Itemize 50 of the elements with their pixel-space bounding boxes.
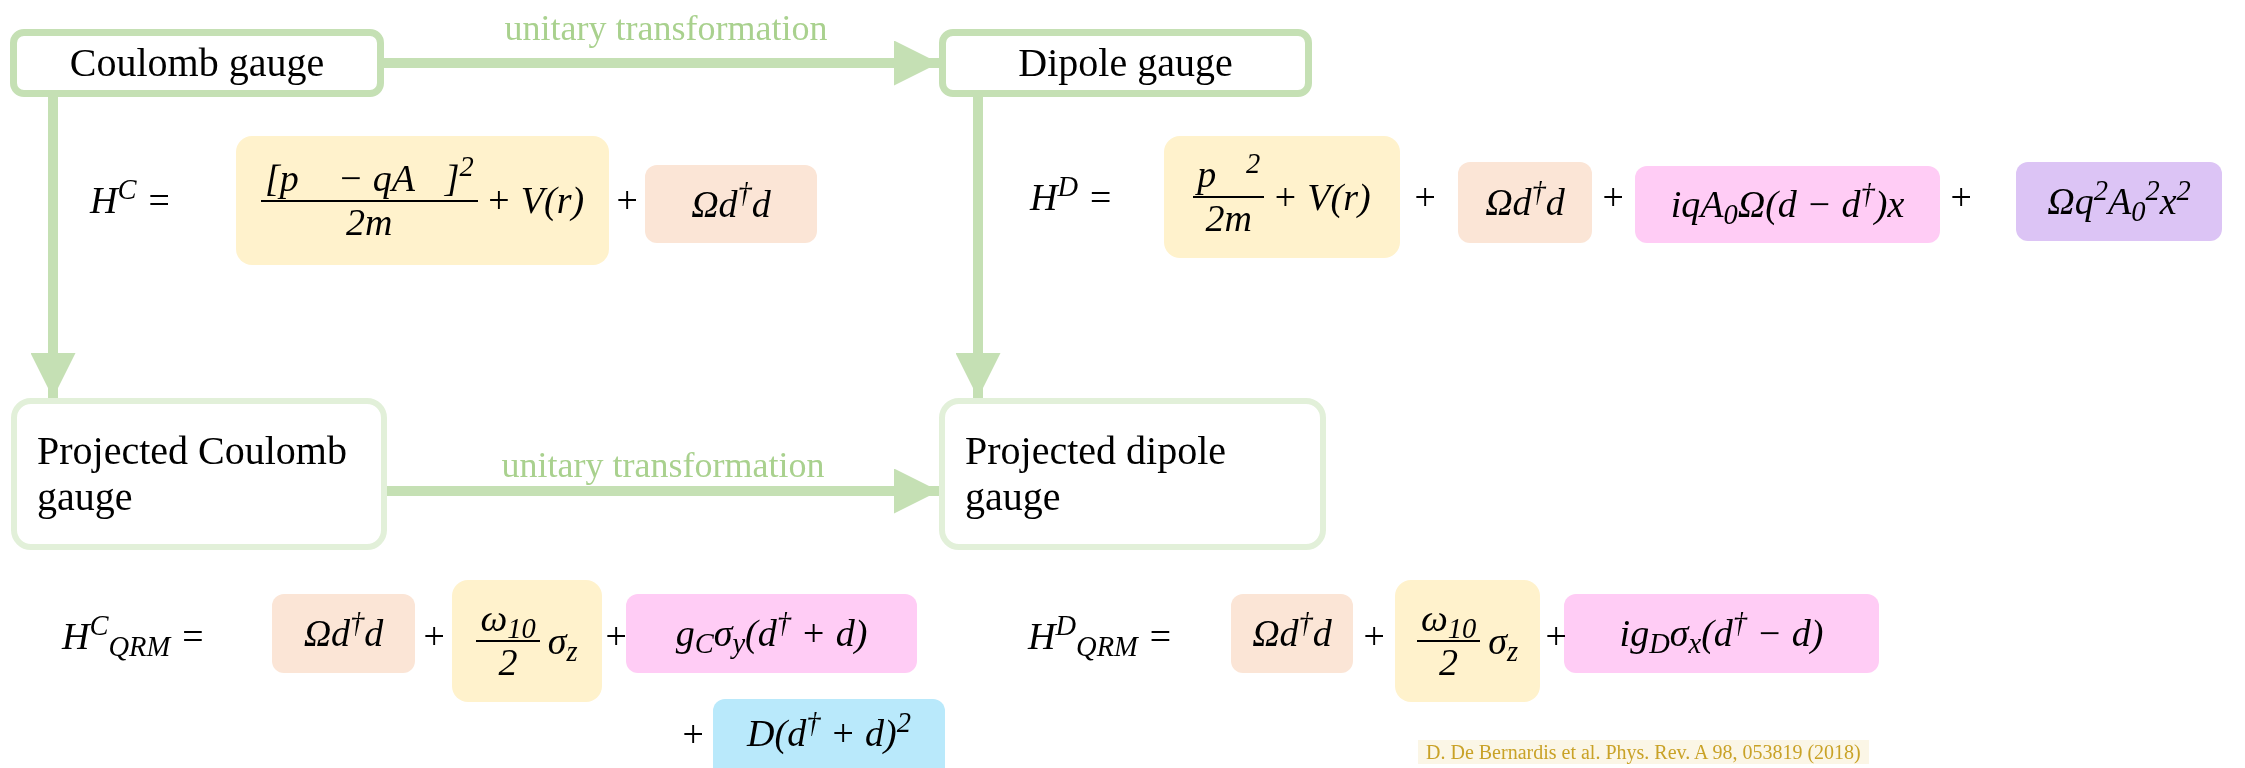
highlighted-term [272,594,415,673]
math-term: D(d$^{†}$ + d)$^{2}$ [747,705,911,756]
gauge-label: Dipole gauge [1018,39,1233,87]
math-term: Ωq$^{2}$A$_{0}$$^{2}$x$^{2}$ [2047,173,2191,230]
math-symbol: + [421,613,447,659]
math-symbol: H$^{C}$$_{QRM}$ = [62,608,206,664]
math-symbol: + [614,177,640,223]
gauge-label: Coulomb gauge [69,39,325,87]
gauge-box [939,398,1326,550]
gauge-label: Projected dipole gauge [965,428,1228,520]
math-term: ω$_{10}$ 2 σ$_{z}$ [1416,598,1519,684]
math-symbol: H$^{C}$ = [90,172,172,223]
highlighted-term [645,165,817,243]
math-term: Ωd$^{†}$d [303,605,384,656]
arrow [384,40,939,86]
highlighted-term [236,136,609,265]
math-term: g$_{C}$σ$_{y}$(d$^{†}$ + d) [675,605,868,662]
highlighted-term [1635,166,1940,243]
math-term: ω$_{10}$ 2 σ$_{z}$ [476,598,578,684]
math-term: iqA$_{0}$Ω(d − d$^{†}$)x [1670,176,1905,233]
math-term: Ωd$^{†}$d [1485,174,1565,225]
highlighted-term [1458,162,1592,243]
math-term: Ωd$^{†}$d [691,176,771,227]
gauge-label: Projected Coulomb gauge [37,428,348,520]
math-term: Ωd$^{†}$d [1252,605,1332,656]
arrow [955,97,1001,398]
highlighted-term [1395,580,1540,702]
gauge-box [10,29,384,97]
highlighted-term [713,699,945,768]
math-symbol: + [1600,174,1626,220]
highlighted-term [1564,594,1879,673]
math-symbol: + [680,711,706,757]
gauge-box [939,29,1312,97]
citation: D. De Bernardis et al. Phys. Rev. A 98, 053819 (2018) [1418,740,1869,764]
math-symbol: H$^{D}$ = [1030,169,1114,220]
math-symbol: + [1948,174,1974,220]
arrow [30,97,76,398]
math-symbol: + [603,613,629,659]
highlighted-term [626,594,917,673]
math-symbol: + [1361,613,1387,659]
highlighted-term [1231,594,1353,673]
math-symbol: H$^{D}$$_{QRM}$ = [1028,608,1173,664]
gauge-box [11,398,387,550]
highlighted-term [1164,136,1400,258]
math-symbol: + [1412,174,1438,220]
highlighted-term [2016,162,2222,241]
math-symbol: + [1543,613,1569,659]
arrow [387,468,939,514]
math-term: ig$_{D}$σ$_{x}$(d$^{†}$ − d) [1619,605,1824,662]
highlighted-term [452,580,602,702]
